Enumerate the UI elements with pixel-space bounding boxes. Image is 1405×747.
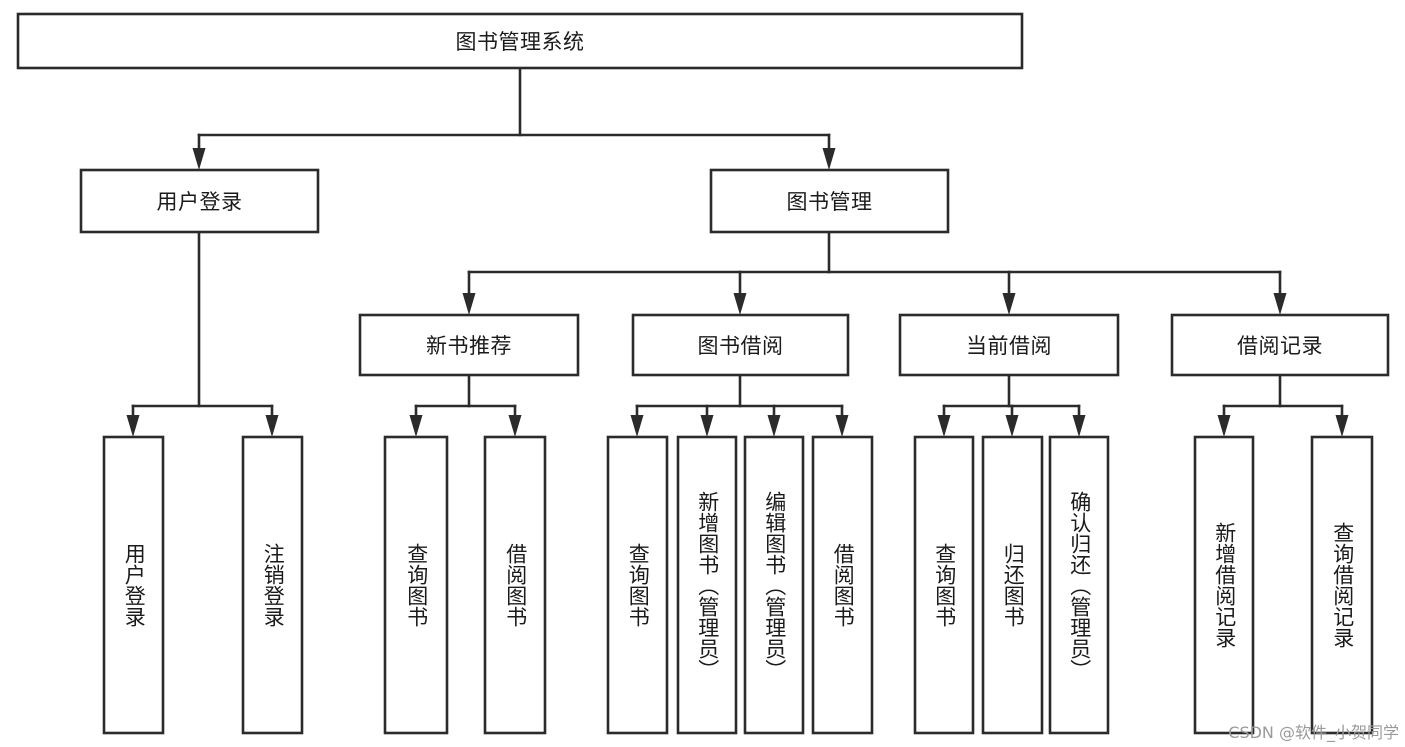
- node-box-leaf-add-book[interactable]: [676, 435, 738, 735]
- node-box-book-manage[interactable]: [709, 168, 950, 234]
- node-box-current-borrow[interactable]: [898, 313, 1120, 377]
- node-box-borrow-record[interactable]: [1170, 313, 1390, 377]
- node-box-leaf-add-record[interactable]: [1193, 435, 1255, 735]
- connectors-layer: [126, 66, 1349, 437]
- node-box-leaf-query-book-1[interactable]: [383, 435, 449, 735]
- node-box-leaf-borrow-book-2[interactable]: [811, 435, 874, 735]
- node-box-leaf-return-book[interactable]: [981, 435, 1044, 735]
- boxes-layer: [16, 12, 1390, 735]
- node-box-leaf-user-login[interactable]: [102, 435, 165, 735]
- node-box-leaf-query-book-3[interactable]: [913, 435, 975, 735]
- node-box-leaf-borrow-book-1[interactable]: [483, 435, 547, 735]
- node-box-book-borrow[interactable]: [631, 313, 850, 377]
- node-box-leaf-edit-book[interactable]: [743, 435, 805, 735]
- node-box-leaf-query-book-2[interactable]: [606, 435, 669, 735]
- node-box-leaf-logout[interactable]: [241, 435, 304, 735]
- node-box-leaf-confirm-return[interactable]: [1048, 435, 1110, 735]
- node-box-leaf-query-record[interactable]: [1310, 435, 1374, 735]
- node-box-new-book-recommend[interactable]: [358, 313, 580, 377]
- node-box-user-login[interactable]: [79, 168, 320, 234]
- node-box-root[interactable]: [16, 12, 1024, 70]
